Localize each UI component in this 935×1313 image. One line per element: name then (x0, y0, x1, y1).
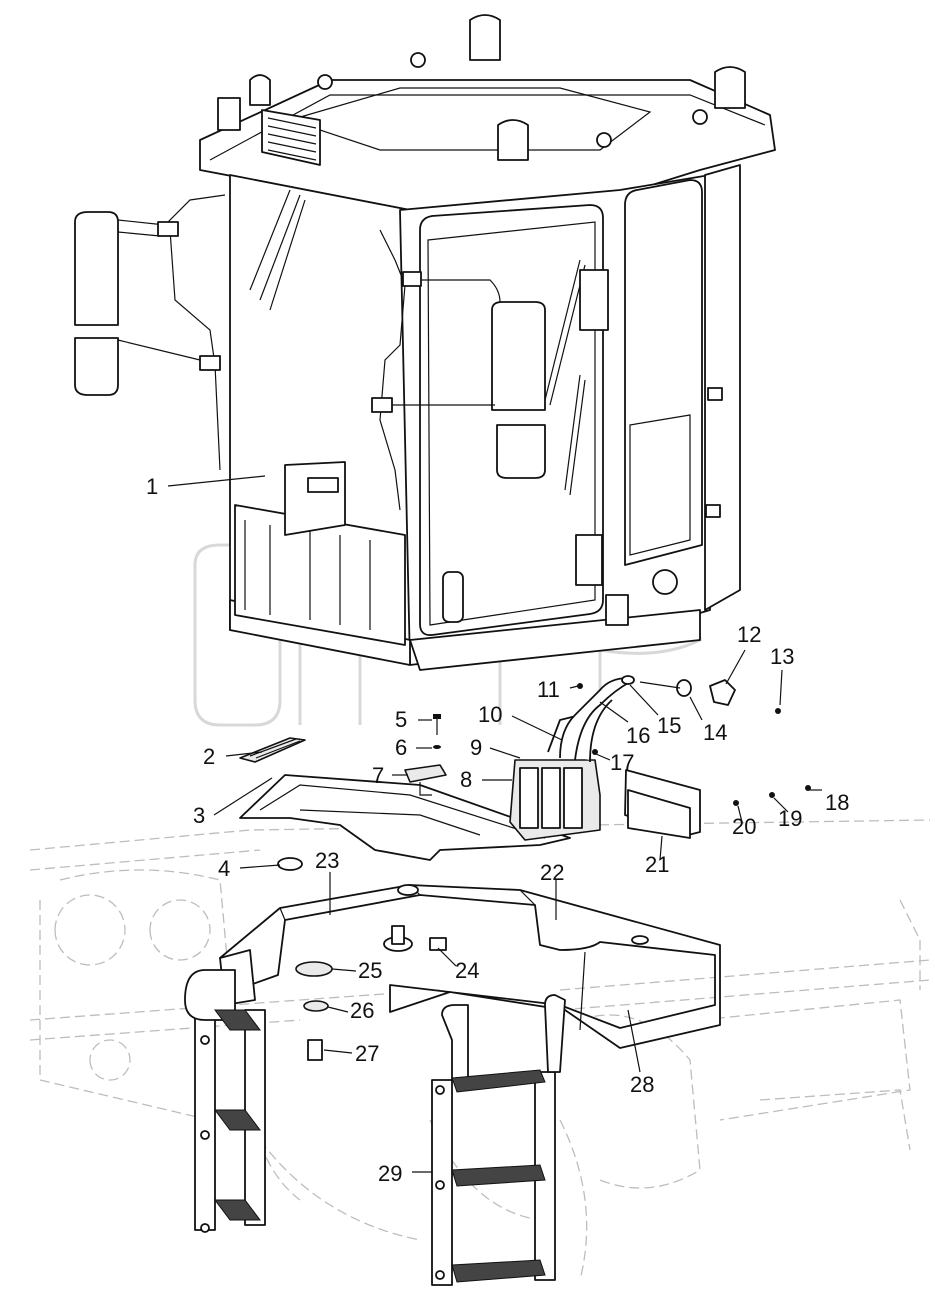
callout-18: 18 (825, 790, 849, 815)
callout-5: 5 (395, 707, 407, 732)
callout-7: 7 (372, 763, 384, 788)
cover-7 (404, 764, 447, 796)
left-ladder (184, 969, 266, 1233)
callout-17: 17 (610, 750, 634, 775)
grille-plate-2 (239, 737, 306, 763)
hose-assembly-10-11-16-17 (559, 675, 635, 763)
callout-24: 24 (455, 958, 479, 983)
callout-28: 28 (630, 1072, 654, 1097)
ladder-29 (431, 994, 566, 1286)
callout-16: 16 (626, 723, 650, 748)
callout-13: 13 (770, 644, 794, 669)
callout-15: 15 (657, 713, 681, 738)
plug-4 (277, 857, 303, 871)
heater-unit-8-9 (509, 714, 601, 841)
callout-21: 21 (645, 852, 669, 877)
callout-19: 19 (778, 806, 802, 831)
bolt-5 (433, 714, 441, 735)
bracket-21 (624, 769, 701, 839)
roof-vent-mesh (267, 117, 317, 161)
callout-10: 10 (478, 702, 502, 727)
callout-3: 3 (193, 803, 205, 828)
hardware-24-27 (295, 925, 413, 1061)
leader-lines (167, 475, 822, 1173)
floor-plate-3 (239, 774, 571, 861)
callout-22: 22 (540, 860, 564, 885)
callout-23: 23 (315, 848, 339, 873)
platform-22-23-28 (219, 884, 721, 1049)
callout-12: 12 (737, 622, 761, 647)
fasteners-18-19-20 (733, 785, 811, 806)
callout-26: 26 (350, 998, 374, 1023)
callout-4: 4 (218, 856, 230, 881)
washer-6 (433, 745, 441, 749)
callout-27: 27 (355, 1041, 379, 1066)
callout-25: 25 (358, 958, 382, 983)
callout-labels: 1 2 3 4 5 6 7 8 9 10 11 12 13 14 15 16 1… (146, 474, 849, 1186)
callout-14: 14 (703, 720, 727, 745)
callout-8: 8 (460, 767, 472, 792)
callout-29: 29 (378, 1161, 402, 1186)
callout-6: 6 (395, 735, 407, 760)
callout-9: 9 (470, 735, 482, 760)
cab (74, 14, 776, 671)
callout-11: 11 (537, 677, 560, 702)
callout-20: 20 (732, 814, 756, 839)
fittings-12-14-15 (639, 679, 781, 714)
callout-2: 2 (203, 744, 215, 769)
callout-1: 1 (146, 474, 158, 499)
